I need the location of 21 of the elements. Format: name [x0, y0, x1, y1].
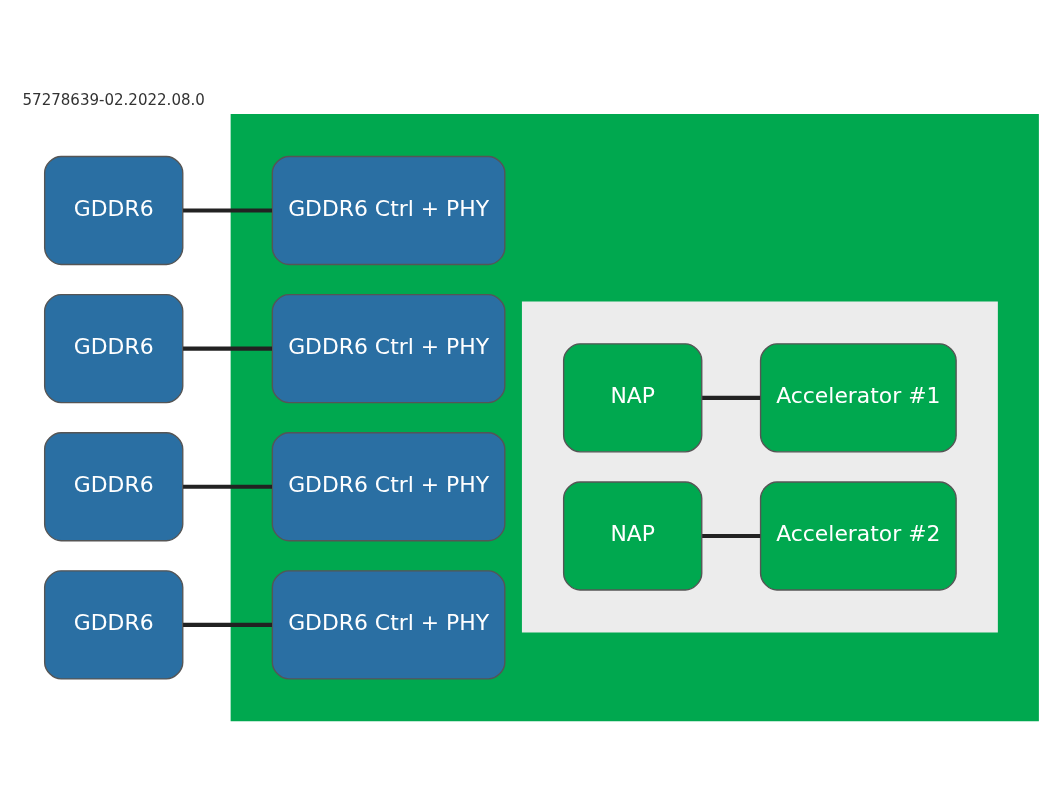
node-box: NAP: [562, 342, 703, 453]
label: 57278639-02.2022.08.0: [22, 90, 205, 109]
node-box: GDDR6: [43, 569, 184, 680]
connector: [702, 533, 761, 538]
node-box: GDDR6 Ctrl + PHY: [271, 155, 506, 265]
node-box: GDDR6 Ctrl + PHY: [271, 569, 506, 680]
cluster: [521, 300, 998, 632]
cluster: [230, 113, 1039, 721]
connector: [183, 207, 272, 213]
node-box: GDDR6: [43, 155, 184, 265]
node-box: GDDR6 Ctrl + PHY: [271, 431, 506, 541]
node-box: Accelerator #1: [759, 342, 957, 453]
node-box: Accelerator #2: [759, 480, 957, 591]
node-box: GDDR6 Ctrl + PHY: [271, 293, 506, 403]
node-box: GDDR6: [43, 431, 184, 541]
connector: [183, 346, 272, 351]
node-box: NAP: [562, 480, 703, 591]
connector: [183, 484, 272, 489]
connector: [702, 395, 761, 400]
connector: [183, 622, 272, 627]
node-box: GDDR6: [43, 293, 184, 403]
